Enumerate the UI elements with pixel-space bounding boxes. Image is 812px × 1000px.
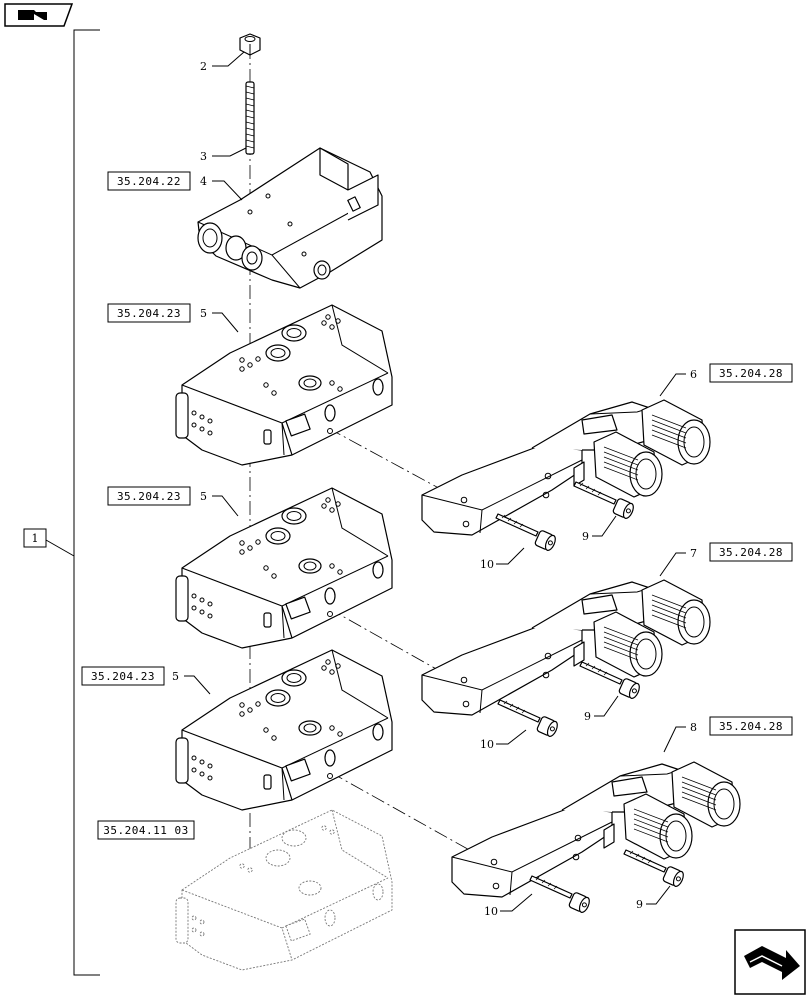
svg-text:35.204.11 03: 35.204.11 03 [103, 824, 188, 837]
svg-text:35.204.28: 35.204.28 [719, 546, 783, 559]
axis-coupler-8 [329, 771, 499, 867]
ref-box-valve-body[interactable]: 35.204.22 [107, 171, 191, 191]
svg-text:9: 9 [584, 710, 591, 723]
stud-part [245, 81, 255, 155]
svg-text:35.204.28: 35.204.28 [719, 720, 783, 733]
ref-box-coupler-6[interactable]: 35.204.28 [709, 363, 793, 383]
ref-box-inlet-section[interactable]: 35.204.11 03 [97, 820, 195, 840]
group-bracket [73, 29, 100, 976]
ref-box-section-a[interactable]: 35.204.23 [107, 303, 191, 323]
callout-section-a: 5 [200, 307, 239, 333]
coupler-7-part [421, 579, 711, 716]
svg-text:2: 2 [200, 60, 207, 73]
callout-screw10-a: 10 [480, 547, 525, 571]
ref-box-section-b[interactable]: 35.204.23 [107, 486, 191, 506]
svg-text:5: 5 [200, 490, 207, 503]
axis-coupler-6 [327, 427, 471, 506]
callout-section-c: 5 [172, 670, 211, 695]
valve-section-a [175, 304, 393, 466]
coupler-6-part [421, 399, 711, 536]
callout-coupler-8: 8 [663, 721, 697, 753]
valve-section-b [175, 487, 393, 649]
callout-screw9-a: 9 [582, 515, 617, 543]
svg-text:35.204.23: 35.204.23 [117, 307, 181, 320]
callout-screw9-c: 9 [636, 885, 671, 911]
svg-text:35.204.22: 35.204.22 [117, 175, 181, 188]
valve-body-part [197, 147, 383, 289]
callout-body: 4 [200, 175, 243, 201]
svg-text:35.204.28: 35.204.28 [719, 367, 783, 380]
svg-text:35.204.23: 35.204.23 [117, 490, 181, 503]
callout-section-b: 5 [200, 490, 239, 517]
svg-text:10: 10 [480, 558, 494, 571]
next-page-arrow-icon[interactable] [734, 929, 806, 995]
svg-text:7: 7 [690, 547, 697, 560]
callout-stud: 3 [200, 147, 247, 163]
callout-nut: 2 [200, 51, 245, 73]
screw-10-c [529, 875, 592, 915]
coupler-8-part [451, 761, 741, 898]
svg-text:4: 4 [200, 175, 207, 188]
ref-box-coupler-8[interactable]: 35.204.28 [709, 716, 793, 736]
group-label-box [23, 528, 47, 548]
svg-text:6: 6 [690, 368, 697, 381]
svg-text:5: 5 [200, 307, 207, 320]
svg-text:9: 9 [582, 530, 589, 543]
callout-screw10-c: 10 [484, 893, 533, 918]
inlet-section-ghost [175, 809, 393, 971]
folder-arrow-icon[interactable] [4, 3, 74, 27]
callout-coupler-6: 6 [659, 368, 697, 397]
ref-box-coupler-7[interactable]: 35.204.28 [709, 542, 793, 562]
svg-text:10: 10 [480, 738, 494, 751]
svg-text:35.204.23: 35.204.23 [91, 670, 155, 683]
valve-section-c [175, 649, 393, 811]
screw-10-b [497, 699, 560, 739]
group-label: 1 [32, 532, 39, 545]
screw-10-a [495, 513, 558, 553]
callout-screw9-b: 9 [584, 695, 619, 723]
svg-text:3: 3 [200, 150, 207, 163]
callout-screw10-b: 10 [480, 729, 527, 751]
ref-box-section-c[interactable]: 35.204.23 [81, 666, 165, 686]
svg-text:5: 5 [172, 670, 179, 683]
nut-part [239, 33, 261, 56]
callout-coupler-7: 7 [659, 547, 697, 577]
axis-coupler-7 [327, 607, 471, 689]
svg-text:10: 10 [484, 905, 498, 918]
svg-text:8: 8 [690, 721, 697, 734]
svg-text:9: 9 [636, 898, 643, 911]
